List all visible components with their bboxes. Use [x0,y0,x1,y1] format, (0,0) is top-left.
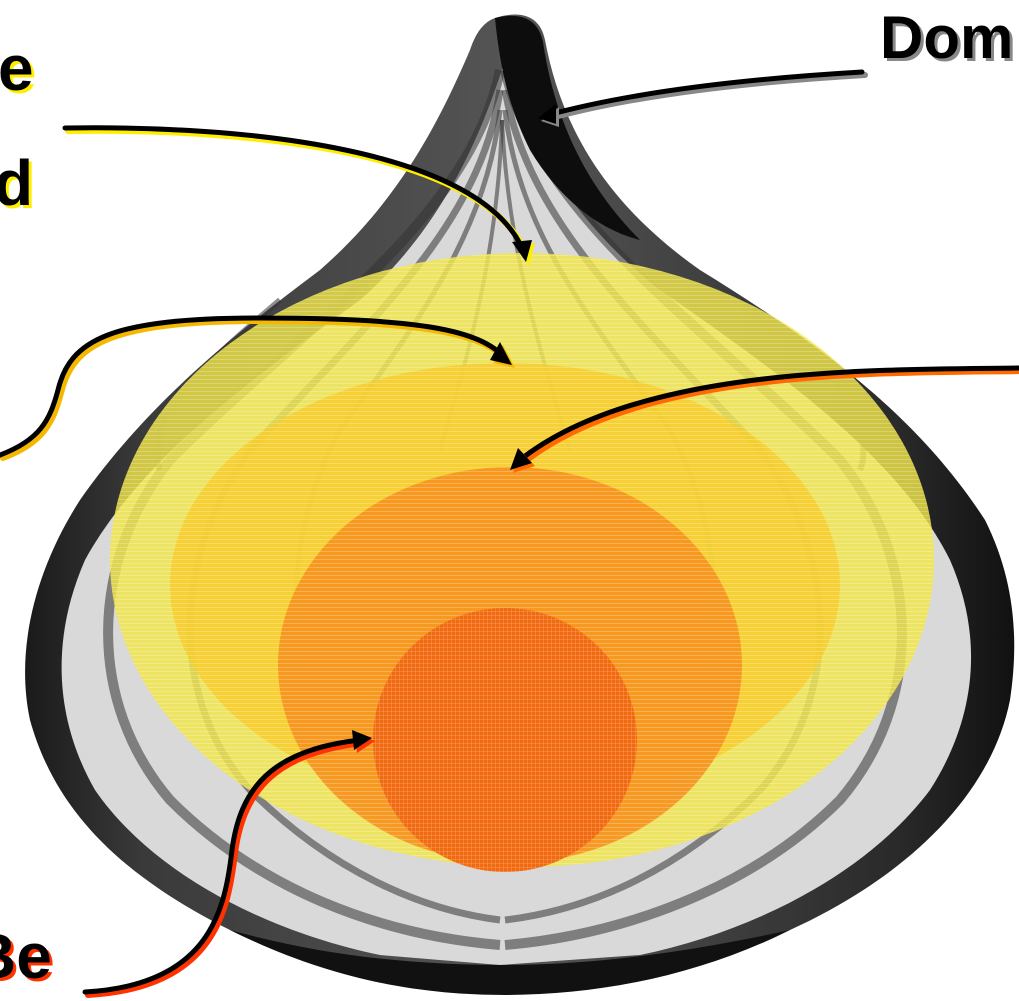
label-top-left-line2: d [0,147,33,219]
layer-ellipses [110,253,934,872]
label-top-right: Dom [880,4,1013,71]
label-bottom-left: Be [0,920,52,992]
label-top-left-line1: e [0,32,34,104]
